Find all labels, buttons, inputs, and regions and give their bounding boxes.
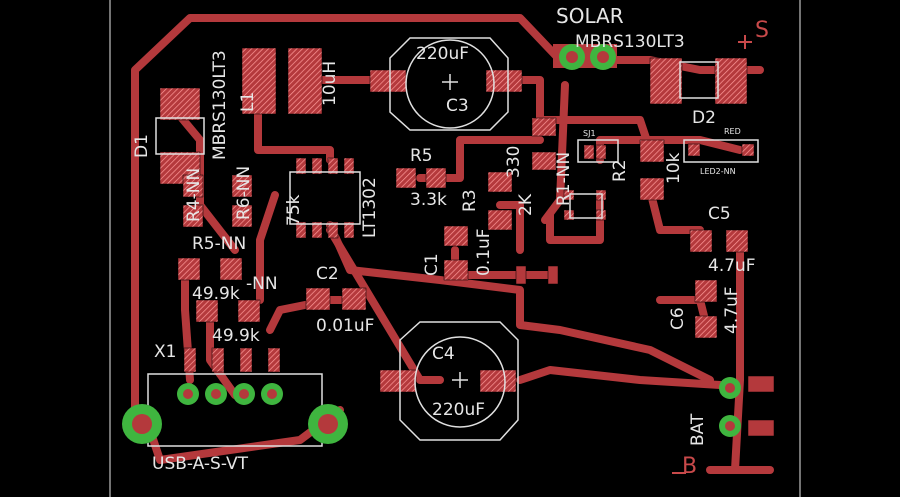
vias bbox=[122, 44, 741, 444]
pads bbox=[159, 47, 775, 437]
board-outline bbox=[109, 0, 801, 497]
